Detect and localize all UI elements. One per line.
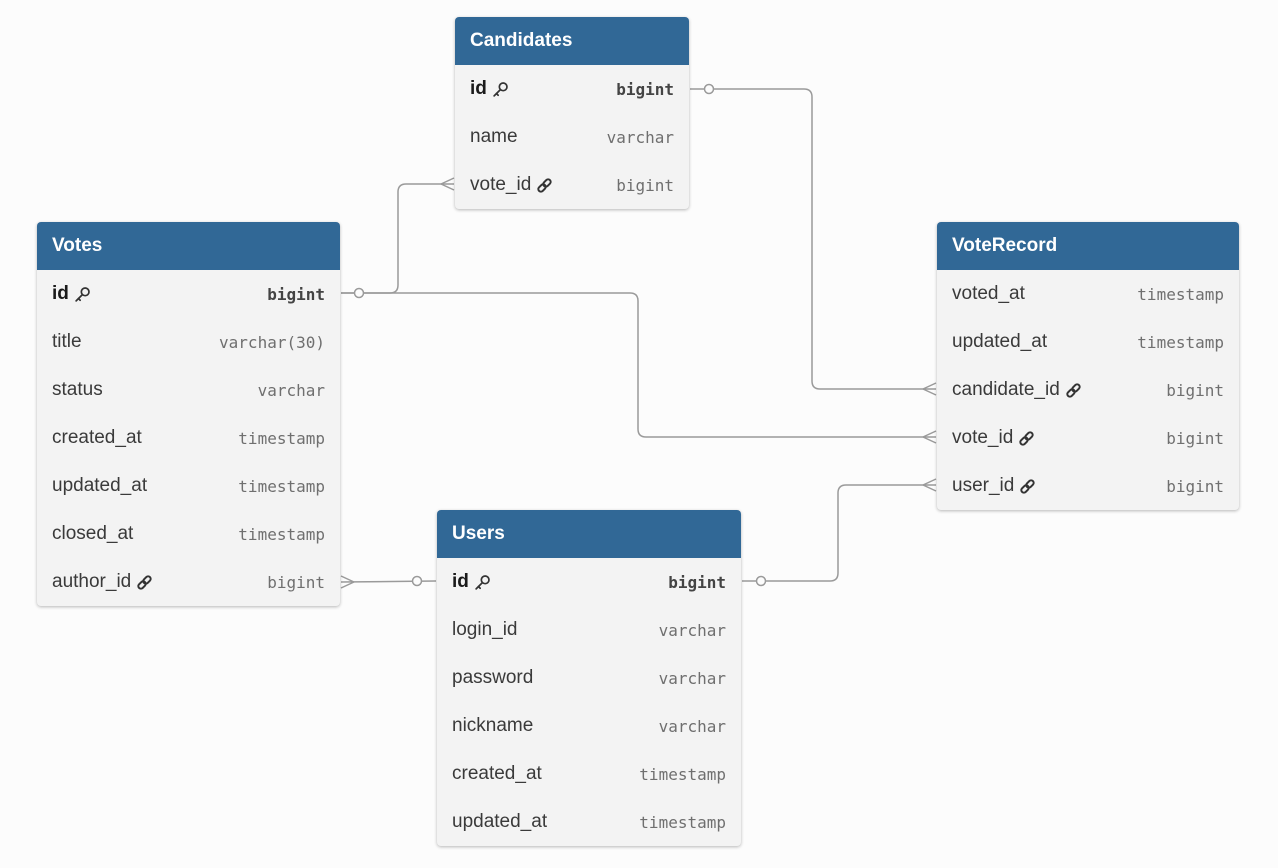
field-row-id[interactable]: id bigint <box>455 65 689 113</box>
table-header-candidates[interactable]: Candidates <box>455 17 689 65</box>
one-end-marker <box>411 575 423 587</box>
field-name: author_id <box>52 571 132 592</box>
field-type: varchar <box>658 668 726 688</box>
key-icon <box>74 286 91 303</box>
relation-votes-voterecord <box>341 292 936 438</box>
many-end-marker <box>922 430 937 444</box>
field-name: created_at <box>452 763 542 784</box>
field-row-id[interactable]: id bigint <box>437 558 741 606</box>
field-type: varchar <box>606 127 674 147</box>
field-row-updated-at[interactable]: updated_at timestamp <box>437 798 741 846</box>
link-icon <box>1018 430 1035 447</box>
field-type: bigint <box>1166 476 1224 496</box>
field-row-title[interactable]: title varchar(30) <box>37 318 340 366</box>
one-end-marker <box>755 575 767 587</box>
field-name: nickname <box>452 715 534 736</box>
field-row-closed-at[interactable]: closed_at timestamp <box>37 510 340 558</box>
table-header-votes[interactable]: Votes <box>37 222 340 270</box>
many-end-marker <box>922 382 937 396</box>
one-end-marker <box>353 287 365 299</box>
link-icon <box>136 574 153 591</box>
field-name: name <box>470 126 518 147</box>
field-row-updated-at[interactable]: updated_at timestamp <box>937 318 1239 366</box>
field-type: bigint <box>1166 428 1224 448</box>
many-end-marker <box>922 478 937 492</box>
field-name: vote_id <box>952 427 1014 448</box>
field-row-vote-id[interactable]: vote_id bigint <box>937 414 1239 462</box>
field-name: password <box>452 667 534 688</box>
field-type: timestamp <box>639 812 726 832</box>
field-type: varchar(30) <box>219 332 325 352</box>
field-type: bigint <box>267 572 325 592</box>
link-icon <box>536 177 553 194</box>
relation-candidates-voterecord <box>690 88 936 390</box>
field-type: varchar <box>658 716 726 736</box>
field-name: login_id <box>452 619 518 640</box>
field-type: bigint <box>668 572 726 592</box>
field-row-password[interactable]: password varchar <box>437 654 741 702</box>
table-header-voterecord[interactable]: VoteRecord <box>937 222 1239 270</box>
field-row-status[interactable]: status varchar <box>37 366 340 414</box>
field-row-login-id[interactable]: login_id varchar <box>437 606 741 654</box>
field-type: bigint <box>267 284 325 304</box>
table-candidates[interactable]: Candidates id bigint name varchar vote_i… <box>455 17 689 209</box>
field-row-created-at[interactable]: created_at timestamp <box>437 750 741 798</box>
field-row-name[interactable]: name varchar <box>455 113 689 161</box>
table-header-users[interactable]: Users <box>437 510 741 558</box>
link-icon <box>1065 382 1082 399</box>
field-type: bigint <box>616 79 674 99</box>
field-type: timestamp <box>238 524 325 544</box>
field-type: bigint <box>1166 380 1224 400</box>
field-name: status <box>52 379 103 400</box>
many-end-marker <box>440 177 455 191</box>
key-icon <box>474 574 491 591</box>
link-icon <box>1019 478 1036 495</box>
field-row-id[interactable]: id bigint <box>37 270 340 318</box>
field-row-author-id[interactable]: author_id bigint <box>37 558 340 606</box>
field-name: id <box>452 571 469 592</box>
table-voterecord[interactable]: VoteRecord voted_at timestamp updated_at… <box>937 222 1239 510</box>
relation-votes-candidates <box>341 183 454 294</box>
field-type: timestamp <box>639 764 726 784</box>
field-name: updated_at <box>952 331 1048 352</box>
field-name: closed_at <box>52 523 134 544</box>
field-name: title <box>52 331 82 352</box>
field-type: bigint <box>616 175 674 195</box>
one-end-marker <box>703 83 715 95</box>
field-name: updated_at <box>52 475 148 496</box>
field-type: timestamp <box>1137 284 1224 304</box>
field-type: timestamp <box>238 476 325 496</box>
field-name: created_at <box>52 427 142 448</box>
field-name: voted_at <box>952 283 1025 304</box>
field-name: id <box>470 78 487 99</box>
field-row-nickname[interactable]: nickname varchar <box>437 702 741 750</box>
field-type: timestamp <box>238 428 325 448</box>
field-row-vote-id[interactable]: vote_id bigint <box>455 161 689 209</box>
field-row-voted-at[interactable]: voted_at timestamp <box>937 270 1239 318</box>
field-name: vote_id <box>470 174 532 195</box>
relation-users-voterecord <box>742 484 936 582</box>
field-row-candidate-id[interactable]: candidate_id bigint <box>937 366 1239 414</box>
field-name: user_id <box>952 475 1015 496</box>
field-row-updated-at[interactable]: updated_at timestamp <box>37 462 340 510</box>
field-name: id <box>52 283 69 304</box>
table-votes[interactable]: Votes id bigint title varchar(30) status… <box>37 222 340 606</box>
field-name: candidate_id <box>952 379 1060 400</box>
field-type: timestamp <box>1137 332 1224 352</box>
field-row-user-id[interactable]: user_id bigint <box>937 462 1239 510</box>
many-end-marker <box>340 575 355 589</box>
field-type: varchar <box>658 620 726 640</box>
key-icon <box>492 81 509 98</box>
field-name: updated_at <box>452 811 548 832</box>
field-type: varchar <box>257 380 325 400</box>
table-users[interactable]: Users id bigint login_id varchar passwor… <box>437 510 741 846</box>
field-row-created-at[interactable]: created_at timestamp <box>37 414 340 462</box>
